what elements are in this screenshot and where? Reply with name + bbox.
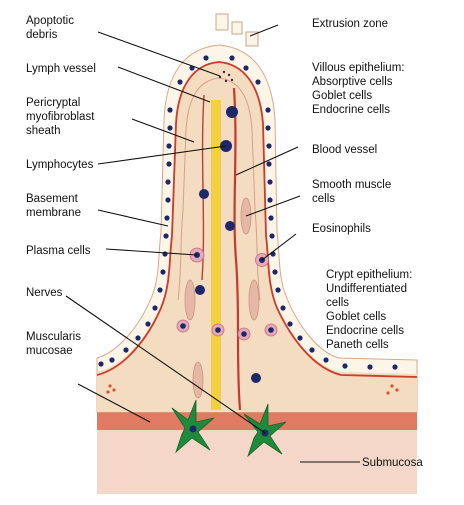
label-plasma-cells: Plasma cells: [26, 245, 91, 257]
label-lymphocytes: Lymphocytes: [26, 159, 94, 171]
label-lymph-vessel: Lymph vessel: [26, 63, 96, 75]
extruded-cells: [215, 13, 259, 47]
blood-vessel: [232, 87, 242, 411]
label-eosinophils: Eosinophils: [312, 223, 371, 235]
lamina-propria-cells: [176, 106, 278, 383]
leader-lines: [65, 24, 360, 463]
epithelial-nuclei: [98, 55, 398, 370]
label-smooth-muscle-cells: Smooth muscle cells: [312, 179, 394, 205]
label-villous-epithelium: Villous epithelium: Absorptive cells Gob…: [312, 62, 408, 116]
label-submucosa: Submucosa: [362, 457, 423, 469]
label-extrusion-zone: Extrusion zone: [312, 18, 388, 30]
label-crypt-epithelium: Crypt epithelium: Undifferentiated cells…: [326, 269, 416, 351]
label-muscularis-mucosae: Muscularis mucosae: [26, 331, 84, 357]
label-pericryptal-sheath: Pericryptal myofibroblast sheath: [26, 97, 98, 137]
label-nerves: Nerves: [26, 287, 63, 299]
paneth-granules: [106, 384, 399, 395]
pericryptal-sheath-line: [177, 77, 261, 301]
label-basement-membrane: Basement membrane: [26, 193, 81, 219]
label-blood-vessel: Blood vessel: [312, 144, 377, 156]
lymph-vessel-lumen: [212, 100, 220, 410]
muscularis-mucosae-layer: [97, 412, 417, 430]
label-apoptotic-debris: Apoptotic debris: [26, 15, 77, 41]
apoptotic-debris-dots: [218, 70, 234, 83]
basement-membrane-line: [96, 61, 418, 378]
